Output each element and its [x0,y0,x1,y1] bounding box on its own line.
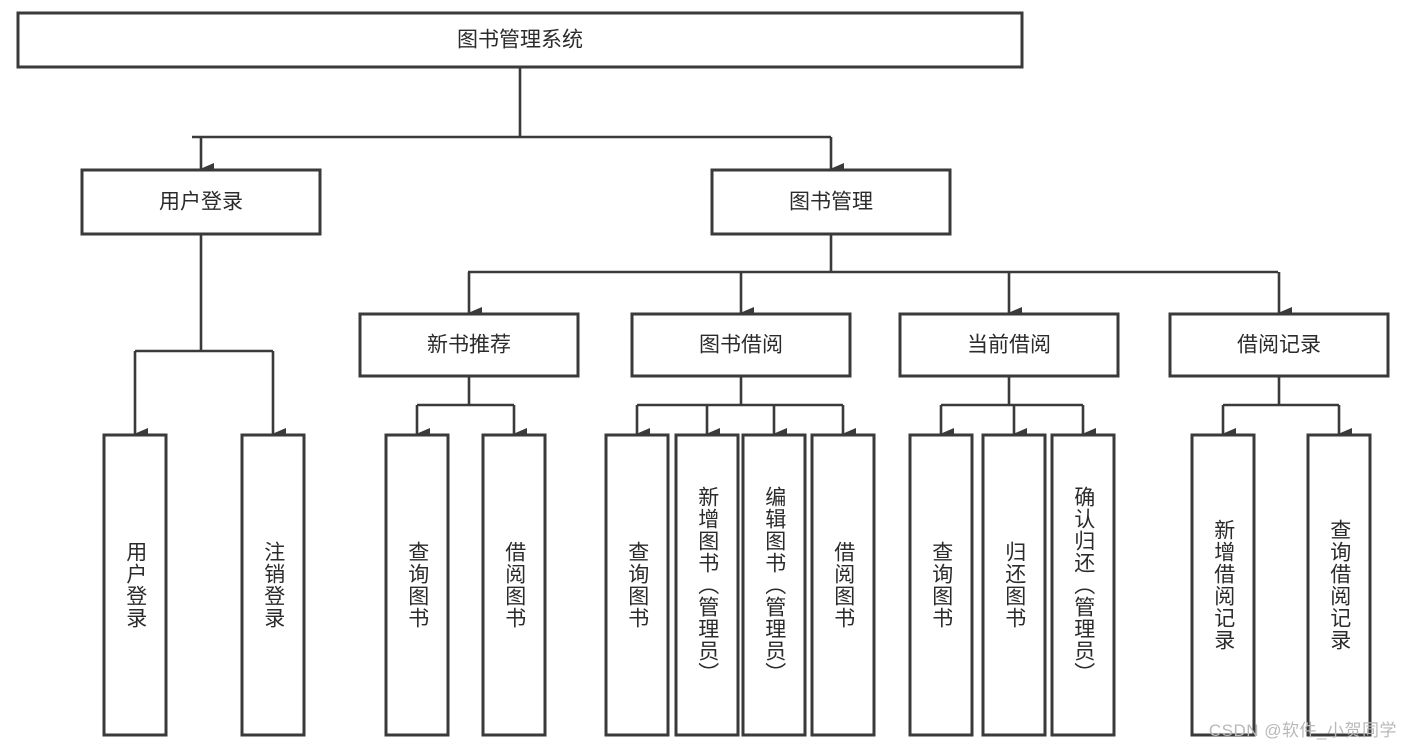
node-box-root[interactable] [16,11,1024,69]
node-box-leaf-add-book-admin[interactable] [674,433,740,737]
node-boxes-layer [16,11,1390,737]
node-box-leaf-borrow-book-recommend[interactable] [481,433,547,737]
node-box-leaf-query-book-current[interactable] [908,433,974,737]
node-label-current-borrow: 当前借阅 [967,334,1051,357]
node-label-root: 图书管理系统 [457,29,583,52]
connector-bus [192,67,831,139]
node-label-book-borrow: 图书借阅 [699,334,783,357]
connectors-layer [133,67,1352,440]
node-box-leaf-logout[interactable] [240,433,306,737]
node-box-leaf-confirm-return-admin[interactable] [1050,433,1116,737]
node-label-user-login: 用户登录 [159,191,243,214]
connector-bus [1223,376,1339,407]
node-box-book-borrow[interactable] [630,312,852,378]
connector-bus [417,376,514,407]
connector-bus [135,234,273,353]
connector-bus [468,234,1278,274]
node-box-leaf-add-borrow-record[interactable] [1190,433,1256,737]
connector-bus [941,376,1083,407]
node-box-leaf-user-login[interactable] [102,433,168,737]
node-box-borrow-record[interactable] [1168,312,1390,378]
node-box-user-login[interactable] [80,168,322,236]
node-box-leaf-edit-book-admin[interactable] [741,433,807,737]
node-label-borrow-record: 借阅记录 [1237,334,1321,357]
node-box-new-book-recommend[interactable] [358,312,580,378]
node-box-leaf-borrow-book[interactable] [810,433,876,737]
node-box-leaf-query-book-recommend[interactable] [384,433,450,737]
node-box-book-manage[interactable] [710,168,952,236]
node-box-current-borrow[interactable] [898,312,1120,378]
node-box-leaf-query-book-borrow[interactable] [604,433,670,737]
node-box-leaf-return-book[interactable] [981,433,1047,737]
node-label-new-book-recommend: 新书推荐 [427,334,511,357]
connector-bus [637,376,843,407]
node-label-book-manage: 图书管理 [789,191,873,214]
node-box-leaf-query-borrow-record[interactable] [1306,433,1372,737]
